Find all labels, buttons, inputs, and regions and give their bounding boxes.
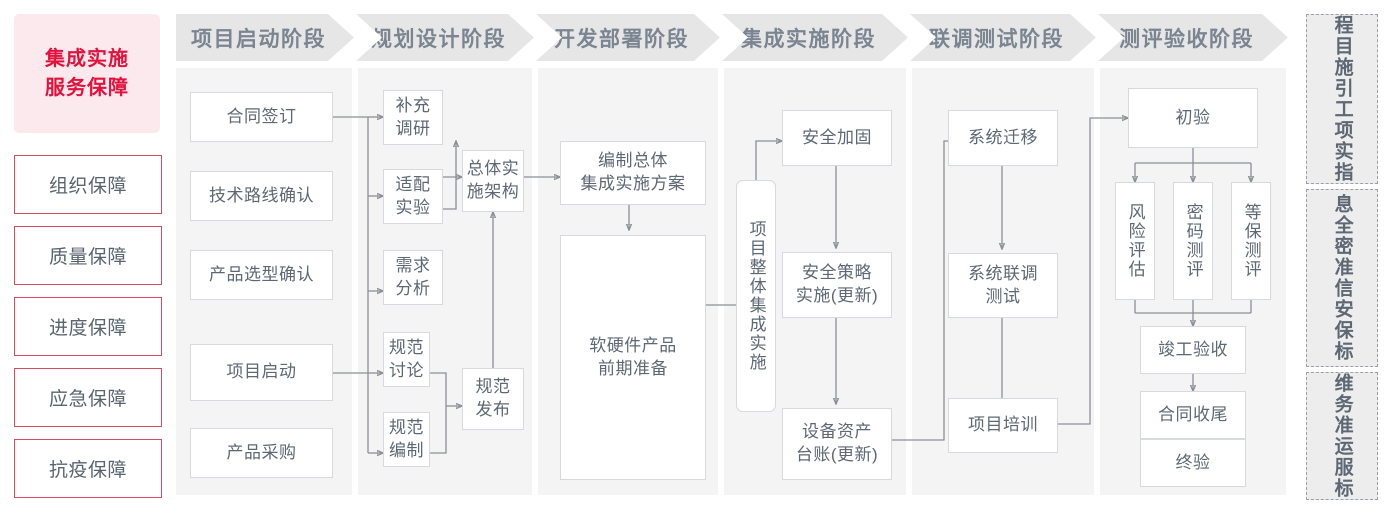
node-supplementary-research-line1: 补充 [395,95,431,115]
node-mlps-evaluation[interactable]: 等保测评 [1231,182,1271,300]
node-compile-overall-plan[interactable]: 编制总体集成实施方案 [560,141,706,205]
node-spec-discussion[interactable]: 规范讨论 [383,332,430,387]
node-supplementary-research[interactable]: 补充调研 [383,90,443,145]
node-adaptation-test-line2: 实验 [395,197,431,217]
node-compile-overall-plan-line1: 编制总体 [598,151,668,171]
node-supplementary-research-line2: 调研 [395,118,431,138]
phase-header-2[interactable]: 规划设计阶段 [356,14,534,61]
standard-information-security[interactable]: 息全密准信安保标 [1306,189,1378,367]
node-tech-route-confirm[interactable]: 技术路线确认 [190,171,333,221]
node-spec-discussion-line2: 讨论 [389,360,424,380]
node-hw-sw-preparation-line1: 软硬件产品 [589,335,677,355]
standard-information-security-col-right: 息全密准 [1331,194,1353,278]
node-contract-closure[interactable]: 合同收尾 [1140,391,1246,439]
node-system-joint-test[interactable]: 系统联调测试 [948,253,1058,318]
node-system-joint-test-line1: 系统联调 [968,263,1038,283]
phase-header-3-label: 开发部署阶段 [554,27,689,51]
phase-header-5[interactable]: 联调测试阶段 [910,14,1096,61]
sidebar-item-epidemic[interactable]: 抗疫保障 [14,439,162,498]
standard-information-security-col-left: 信安保标 [1331,278,1353,362]
phase-header-5-label: 联调测试阶段 [929,27,1064,51]
node-overall-impl-architecture[interactable]: 总体实施架构 [462,150,524,212]
phase-header-6[interactable]: 测评验收阶段 [1098,14,1288,61]
node-system-joint-test-line2: 测试 [985,286,1021,306]
node-requirement-analysis-line1: 需求 [395,255,431,275]
standard-engineering-guide-label: 程目施引工项实指 [1330,15,1353,183]
node-completion-acceptance[interactable]: 竣工验收 [1140,326,1246,374]
node-overall-integration-impl[interactable]: 项目整体集成实施 [736,180,776,412]
standard-om-service-label: 维务准运服标 [1330,373,1353,499]
node-security-policy-impl[interactable]: 安全策略实施(更新) [782,252,892,318]
standard-engineering-guide[interactable]: 程目施引工项实指 [1306,14,1378,184]
node-overall-impl-architecture-line1: 总体实 [466,159,520,179]
phase-header-6-label: 测评验收阶段 [1119,27,1254,51]
node-requirement-analysis[interactable]: 需求分析 [383,250,443,305]
phase-header-2-label: 规划设计阶段 [371,27,506,51]
node-requirement-analysis-line2: 分析 [395,278,431,298]
phase-header-4-label: 集成实施阶段 [741,27,876,51]
node-security-policy-impl-line2: 实施(更新) [795,286,879,305]
standard-om-service-col-left: 运服标 [1331,436,1353,499]
node-crypto-evaluation[interactable]: 密码测评 [1173,182,1213,300]
node-asset-ledger-line2: 台账(更新) [795,445,879,464]
standard-om-service-col-right: 维务准 [1331,373,1353,436]
node-spec-drafting-line2: 编制 [389,440,424,460]
node-spec-drafting[interactable]: 规范编制 [383,412,430,467]
standard-engineering-guide-col-left: 工项实指 [1331,99,1353,183]
standard-information-security-label: 息全密准信安保标 [1330,194,1353,362]
node-hw-sw-preparation[interactable]: 软硬件产品前期准备 [560,235,706,480]
sidebar-item-organization[interactable]: 组织保障 [14,155,162,214]
node-spec-release[interactable]: 规范发布 [462,368,524,430]
node-security-policy-impl-line1: 安全策略 [801,263,872,283]
node-project-training[interactable]: 项目培训 [948,398,1058,453]
sidebar-item-schedule[interactable]: 进度保障 [14,297,162,356]
sidebar-item-emergency[interactable]: 应急保障 [14,368,162,427]
node-adaptation-test-line1: 适配 [395,174,431,194]
node-adaptation-test[interactable]: 适配实验 [383,169,443,224]
node-product-purchase[interactable]: 产品采购 [190,428,333,478]
node-spec-discussion-line1: 规范 [389,337,424,357]
node-hw-sw-preparation-line2: 前期准备 [598,358,668,378]
phase-header-1-label: 项目启动阶段 [191,27,326,51]
sidebar-title-line2: 服务保障 [45,76,129,99]
node-product-selection-confirm[interactable]: 产品选型确认 [190,250,333,300]
node-preliminary-acceptance[interactable]: 初验 [1128,88,1258,148]
node-asset-ledger-line1: 设备资产 [801,422,872,442]
phase-header-1[interactable]: 项目启动阶段 [176,14,354,61]
node-spec-release-line2: 发布 [475,400,511,419]
node-compile-overall-plan-line2: 集成实施方案 [580,174,686,193]
node-project-kickoff[interactable]: 项目启动 [190,344,333,401]
node-system-migration[interactable]: 系统迁移 [948,110,1058,166]
node-spec-drafting-line1: 规范 [389,417,424,437]
node-asset-ledger[interactable]: 设备资产台账(更新) [782,408,892,480]
sidebar-title: 集成实施 服务保障 [14,14,160,133]
sidebar-item-quality[interactable]: 质量保障 [14,226,162,285]
sidebar-title-line1: 集成实施 [45,47,129,70]
node-final-acceptance[interactable]: 终验 [1140,439,1246,487]
node-risk-assessment[interactable]: 风险评估 [1115,182,1155,300]
phase-header-4[interactable]: 集成实施阶段 [722,14,908,61]
standard-engineering-guide-col-right: 程目施引 [1331,15,1353,99]
node-contract-sign[interactable]: 合同签订 [190,92,333,142]
standard-om-service[interactable]: 维务准运服标 [1306,372,1378,500]
node-overall-impl-architecture-line2: 施架构 [466,182,520,201]
node-spec-release-line1: 规范 [475,377,511,397]
node-security-hardening[interactable]: 安全加固 [782,110,892,166]
phase-header-3[interactable]: 开发部署阶段 [536,14,720,61]
